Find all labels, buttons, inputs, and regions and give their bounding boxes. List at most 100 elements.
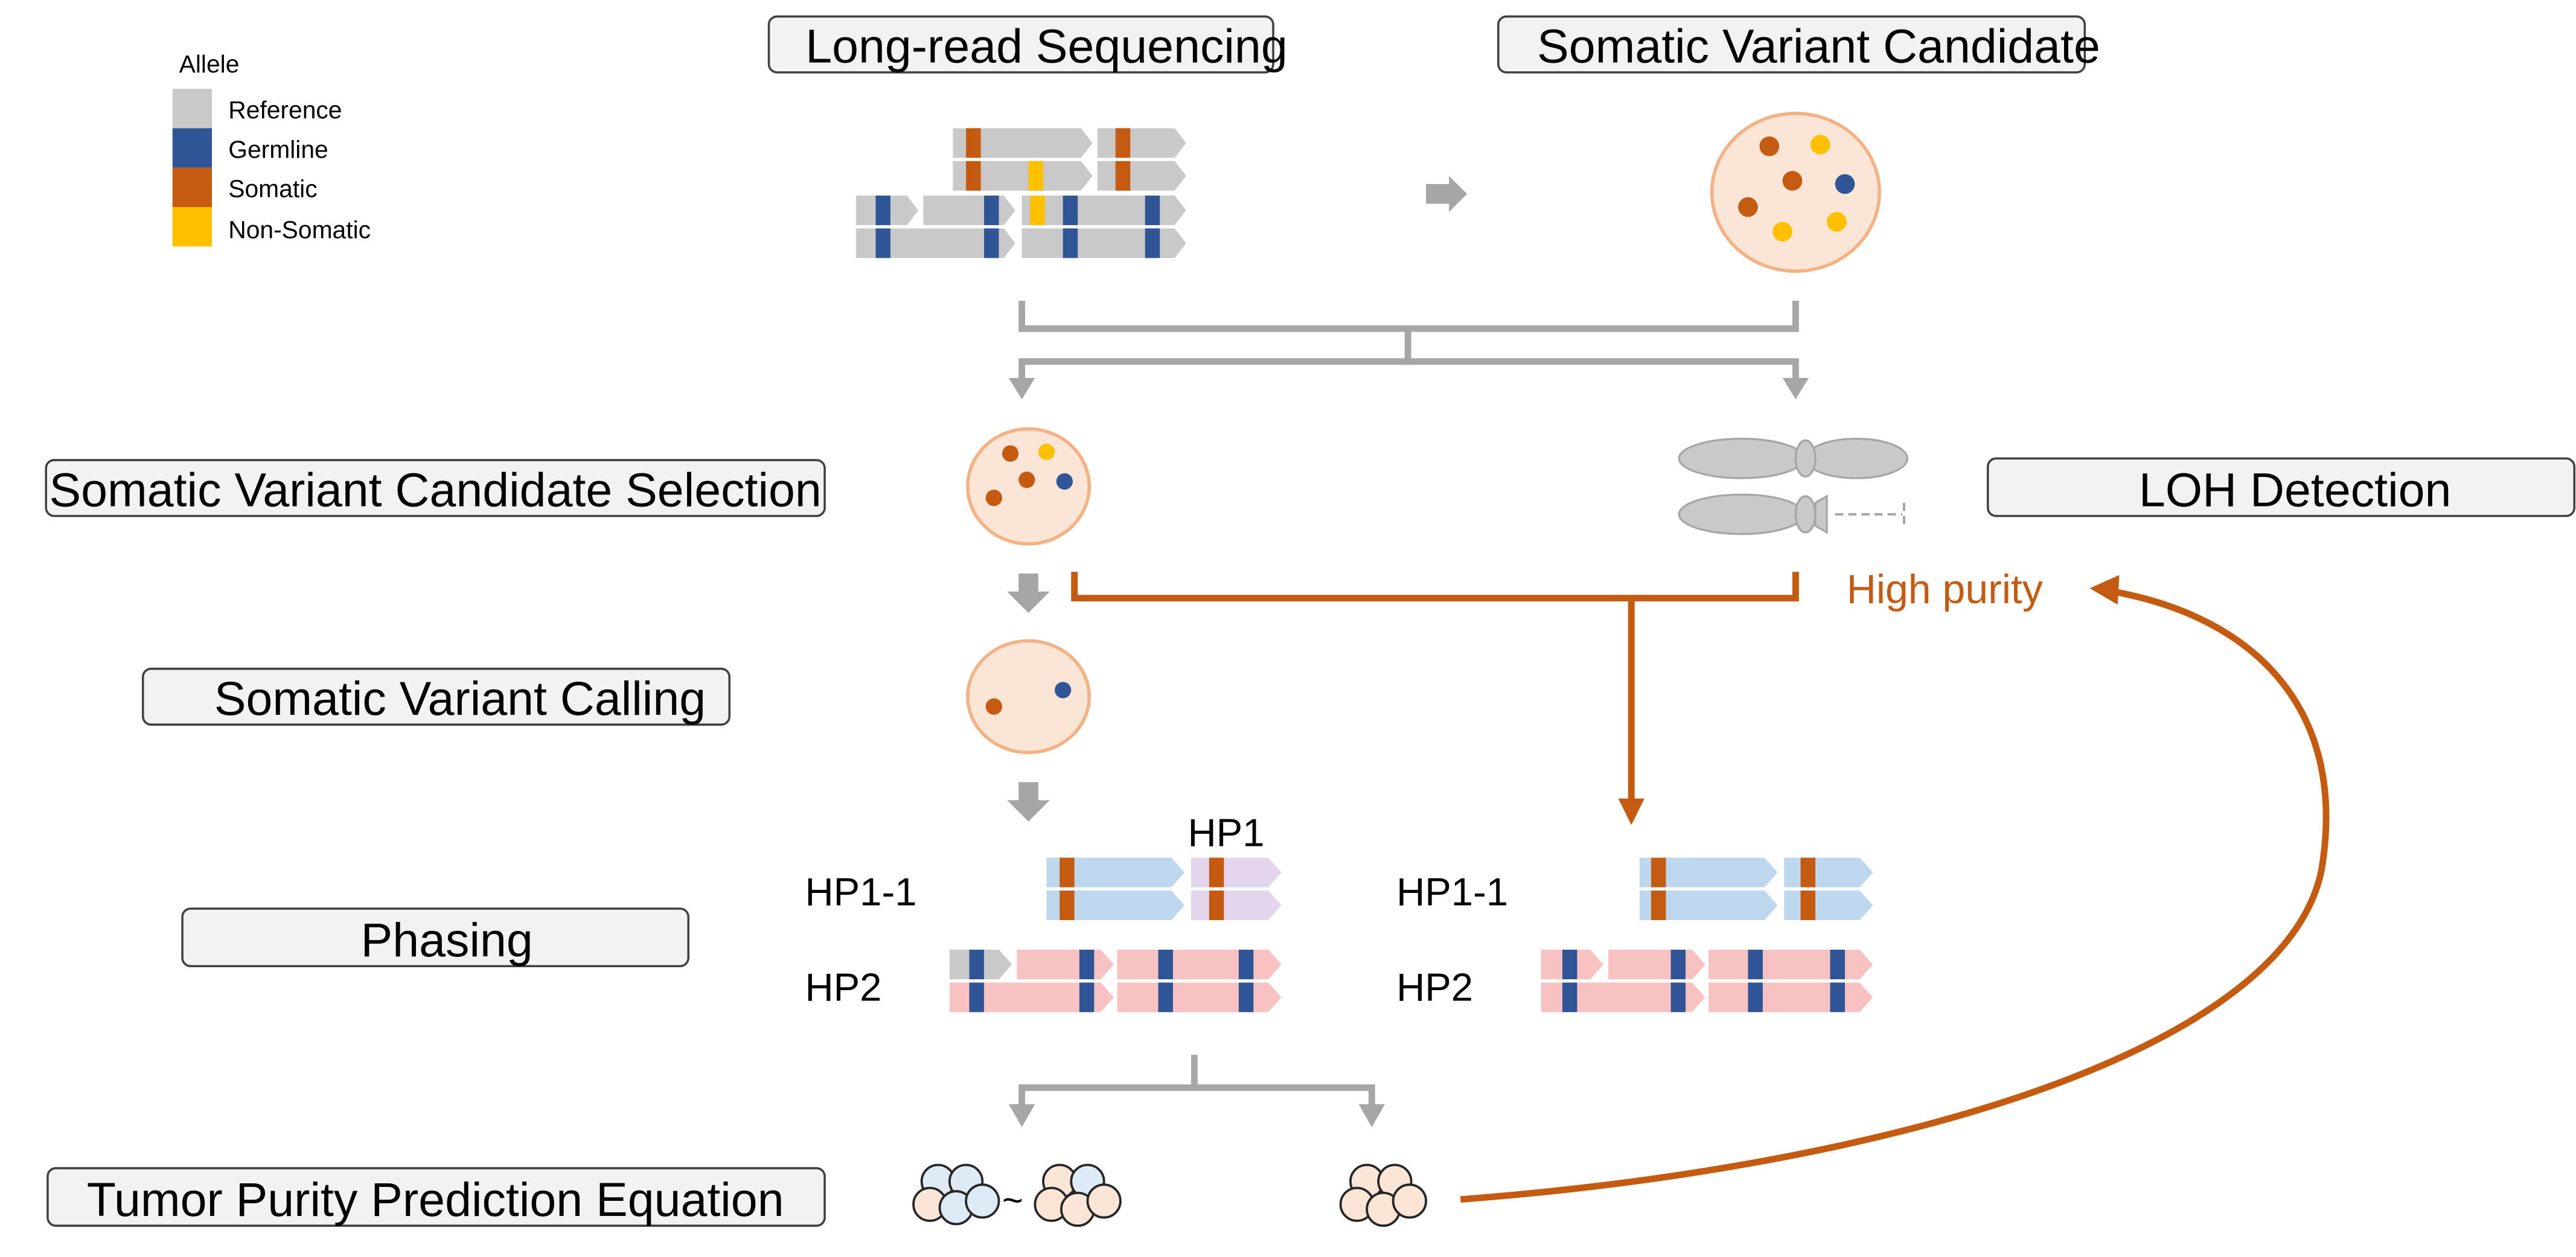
germline-allele-mark: [875, 195, 890, 225]
somatic-allele-mark: [1115, 161, 1131, 191]
somatic-allele-mark: [1059, 891, 1075, 921]
hp2-read: [1608, 950, 1705, 979]
read-bar: [855, 228, 1015, 258]
calling-cell: [966, 639, 1091, 755]
legend-swatch-non-somatic: [172, 206, 213, 247]
read-bar: [923, 195, 1015, 225]
flow-arrow-right: [1426, 176, 1468, 213]
step-somatic-variant-candidate: Somatic Variant Candidate: [1497, 15, 2100, 74]
step-phasing: Phasing: [181, 907, 689, 967]
step-candidate-selection: Somatic Variant Candidate Selection: [45, 459, 826, 517]
hp1-read: [1046, 891, 1185, 921]
germline-allele-mark: [1063, 228, 1078, 258]
germline-allele-mark: [1562, 982, 1577, 1012]
legend-swatch-germline: [172, 128, 213, 168]
non-somatic-allele-mark: [1030, 195, 1045, 225]
germline-dot: [1835, 174, 1855, 194]
flow-arrow-down: [1008, 378, 1035, 400]
read-bar: [953, 161, 1093, 191]
non-somatic-dot: [1827, 212, 1847, 232]
step-label: LOH Detection: [2139, 463, 2452, 516]
step-long-read-sequencing: Long-read Sequencing: [767, 15, 1288, 74]
long-read-stack: [855, 128, 1186, 258]
step-label: Somatic Variant Candidate: [1537, 20, 2100, 73]
germline-allele-mark: [1238, 950, 1254, 979]
hp2-label-left: HP2: [805, 965, 881, 1009]
hp2-read: [1017, 950, 1114, 979]
somatic-dot: [1738, 197, 1758, 217]
somatic-allele-mark: [1651, 891, 1666, 921]
orange-arrow-down: [1618, 798, 1645, 825]
pure-tumor-cell-cluster: [1339, 1163, 1427, 1227]
somatic-allele-mark: [966, 128, 981, 158]
step-label: Phasing: [361, 913, 533, 967]
deleted-arm-indicator: [1835, 502, 1906, 526]
branch-connector: [1018, 301, 1799, 382]
candidate-cell: [1710, 112, 1881, 273]
step-label: Tumor Purity Prediction Equation: [87, 1173, 784, 1226]
read-bar: [1021, 195, 1186, 225]
germline-allele-mark: [1079, 982, 1095, 1012]
non-somatic-dot: [1772, 222, 1792, 242]
germline-allele-mark: [1063, 195, 1078, 225]
somatic-dot: [1018, 472, 1035, 488]
somatic-allele-mark: [1209, 891, 1224, 921]
flow-arrow-down: [1008, 1104, 1035, 1127]
flow-arrow-down: [1782, 378, 1809, 400]
legend-swatch-reference: [172, 89, 213, 129]
hp2-read: [949, 982, 1114, 1012]
hp2-read: [1708, 950, 1873, 979]
somatic-dot: [1002, 445, 1019, 462]
hp1-read: [1046, 857, 1185, 888]
orange-arrow-head: [2089, 575, 2120, 605]
tumor-cell-cluster: [1034, 1163, 1122, 1227]
somatic-dot: [1782, 171, 1803, 191]
germline-allele-mark: [969, 982, 985, 1012]
purity-branch-connector: [1018, 1055, 1375, 1108]
approx-tilde: ~: [1002, 1180, 1023, 1220]
somatic-allele-mark: [1800, 857, 1816, 888]
somatic-dot: [985, 698, 1002, 715]
germline-allele-mark: [1158, 982, 1174, 1012]
germline-allele-mark: [1079, 950, 1095, 979]
legend-title: Allele: [179, 50, 240, 78]
non-somatic-dot: [1810, 135, 1830, 155]
allele-legend: Allele Reference Germline Somatic Non-So…: [172, 50, 371, 247]
high-purity-connector: [1071, 572, 1799, 802]
phased-reads-left: [949, 857, 1282, 1012]
non-somatic-allele-mark: [1028, 161, 1044, 191]
step-label: Somatic Variant Candidate Selection: [49, 463, 821, 516]
step-purity-equation: Tumor Purity Prediction Equation: [46, 1167, 826, 1227]
hp1-1-label-right: HP1-1: [1396, 870, 1508, 914]
phased-reads-right: [1541, 857, 1873, 1012]
mixed-cell-cluster: [912, 1163, 1000, 1226]
germline-allele-mark: [1748, 950, 1763, 979]
chromosome-pair: [1678, 438, 1909, 536]
legend-swatch-somatic: [172, 167, 213, 207]
germline-allele-mark: [1670, 982, 1686, 1012]
flow-arrow-down: [1007, 573, 1050, 613]
selection-cell: [966, 427, 1091, 546]
non-somatic-dot: [1038, 443, 1055, 461]
hp1-read: [1784, 891, 1873, 921]
flow-arrow-down: [1007, 782, 1050, 822]
germline-dot: [1055, 682, 1072, 699]
read-bar: [1021, 228, 1186, 258]
step-variant-calling: Somatic Variant Calling: [141, 667, 731, 726]
flow-arrow-down: [1358, 1104, 1385, 1127]
germline-allele-mark: [1830, 950, 1846, 979]
read-bar: [1097, 161, 1186, 191]
hp1-alt-read: [1191, 857, 1282, 888]
legend-label-non-somatic: Non-Somatic: [228, 216, 371, 244]
hp1-alt-read: [1191, 891, 1282, 921]
somatic-allele-mark: [1800, 891, 1816, 921]
germline-allele-mark: [1145, 195, 1160, 225]
somatic-allele-mark: [1115, 128, 1131, 158]
hp2-read: [1541, 982, 1705, 1012]
somatic-dot: [985, 490, 1002, 507]
hp1-read: [1639, 857, 1778, 888]
germline-allele-mark: [1145, 228, 1160, 258]
somatic-allele-mark: [1651, 857, 1666, 888]
